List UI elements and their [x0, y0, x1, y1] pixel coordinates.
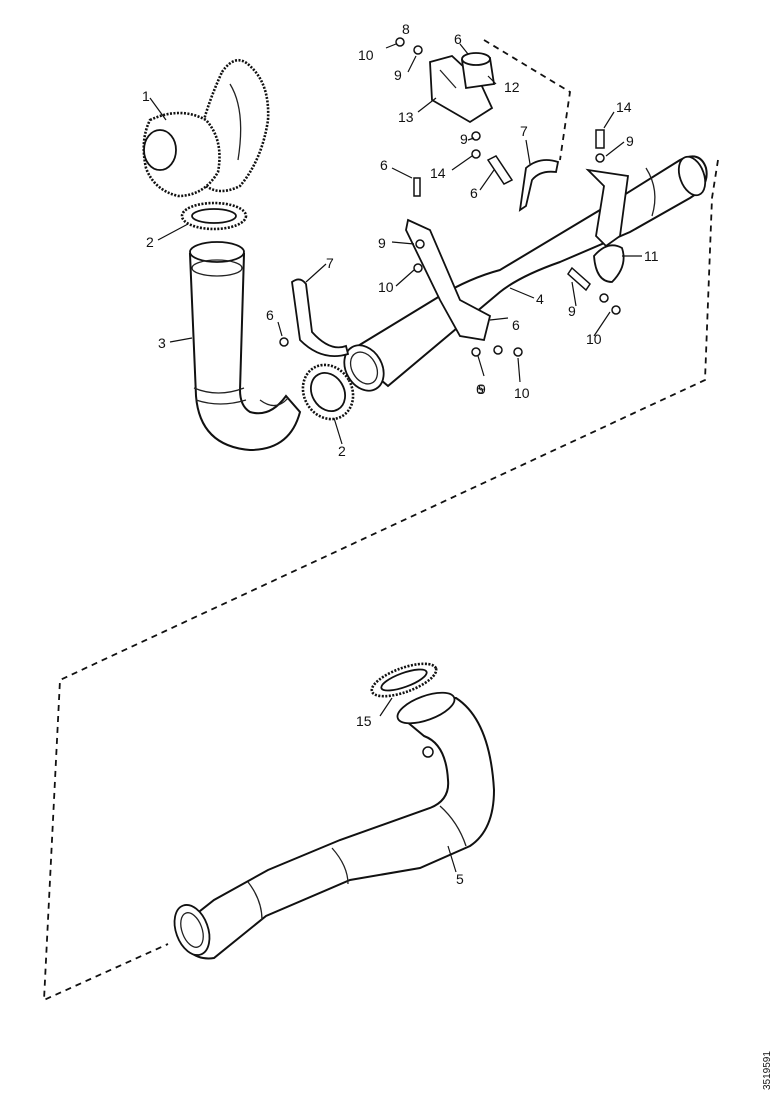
callout-14-left: 14 — [430, 165, 446, 181]
callout-6-mount: 6 — [454, 31, 462, 47]
part-2-clamp-lower — [301, 363, 355, 421]
callout-9-mid: 9 — [460, 131, 468, 147]
callout-4: 4 — [536, 291, 544, 307]
callout-9-bottom: 9 — [478, 381, 486, 397]
guide-line-top — [43, 39, 719, 1002]
fasteners — [279, 37, 621, 357]
callout-2-lower: 2 — [338, 443, 346, 459]
part-1-turbo-housing — [142, 58, 270, 198]
part-7-clamp-right — [518, 159, 560, 212]
part-11-clamp — [593, 244, 625, 283]
callout-6-bolt-mid: 6 — [470, 185, 478, 201]
callout-14-right: 14 — [616, 99, 632, 115]
leader-lines — [149, 43, 642, 873]
callout-1: 1 — [142, 88, 150, 104]
callout-15: 15 — [356, 713, 372, 729]
callout-10-left: 10 — [378, 279, 394, 295]
callout-7-right: 7 — [520, 123, 528, 139]
callout-7-left: 7 — [326, 255, 334, 271]
callout-3: 3 — [158, 335, 166, 351]
callout-10-top: 10 — [358, 47, 374, 63]
callout-9-top: 9 — [394, 67, 402, 83]
callout-10-right: 10 — [586, 331, 602, 347]
callout-labels: 1 2 2 3 4 5 6 6 6 6 6 6 7 7 8 9 9 9 9 9 … — [142, 21, 773, 1090]
part-13-mount-bracket — [429, 55, 494, 124]
callout-11: 11 — [644, 248, 659, 264]
callout-2-upper: 2 — [146, 234, 154, 250]
part-2-clamp-upper — [180, 201, 248, 231]
callout-13: 13 — [398, 109, 414, 125]
guide-lines — [43, 39, 719, 1002]
callout-9-left: 9 — [378, 235, 386, 251]
part-7-clamp-left — [291, 278, 350, 358]
callout-6-bottom: 6 — [476, 381, 484, 397]
callout-10-bottom: 10 — [514, 385, 530, 401]
part-12-rubber-mount — [460, 52, 496, 90]
part-15-clamp — [370, 662, 438, 698]
part-3-elbow-pipe — [188, 241, 302, 452]
callout-12: 12 — [504, 79, 520, 95]
callout-9-lower-right: 9 — [568, 303, 576, 319]
callout-6-bracket: 6 — [512, 317, 520, 333]
callout-6-bolt-clamp: 6 — [266, 307, 274, 323]
callout-8: 8 — [402, 21, 410, 37]
bracket-left — [405, 218, 492, 342]
callout-5: 5 — [456, 871, 464, 887]
figure-code: 3519591 — [762, 1051, 773, 1090]
part-5-tail-pipe — [173, 691, 496, 960]
callout-9-right: 9 — [626, 133, 634, 149]
callout-6-bolt-left: 6 — [380, 157, 388, 173]
